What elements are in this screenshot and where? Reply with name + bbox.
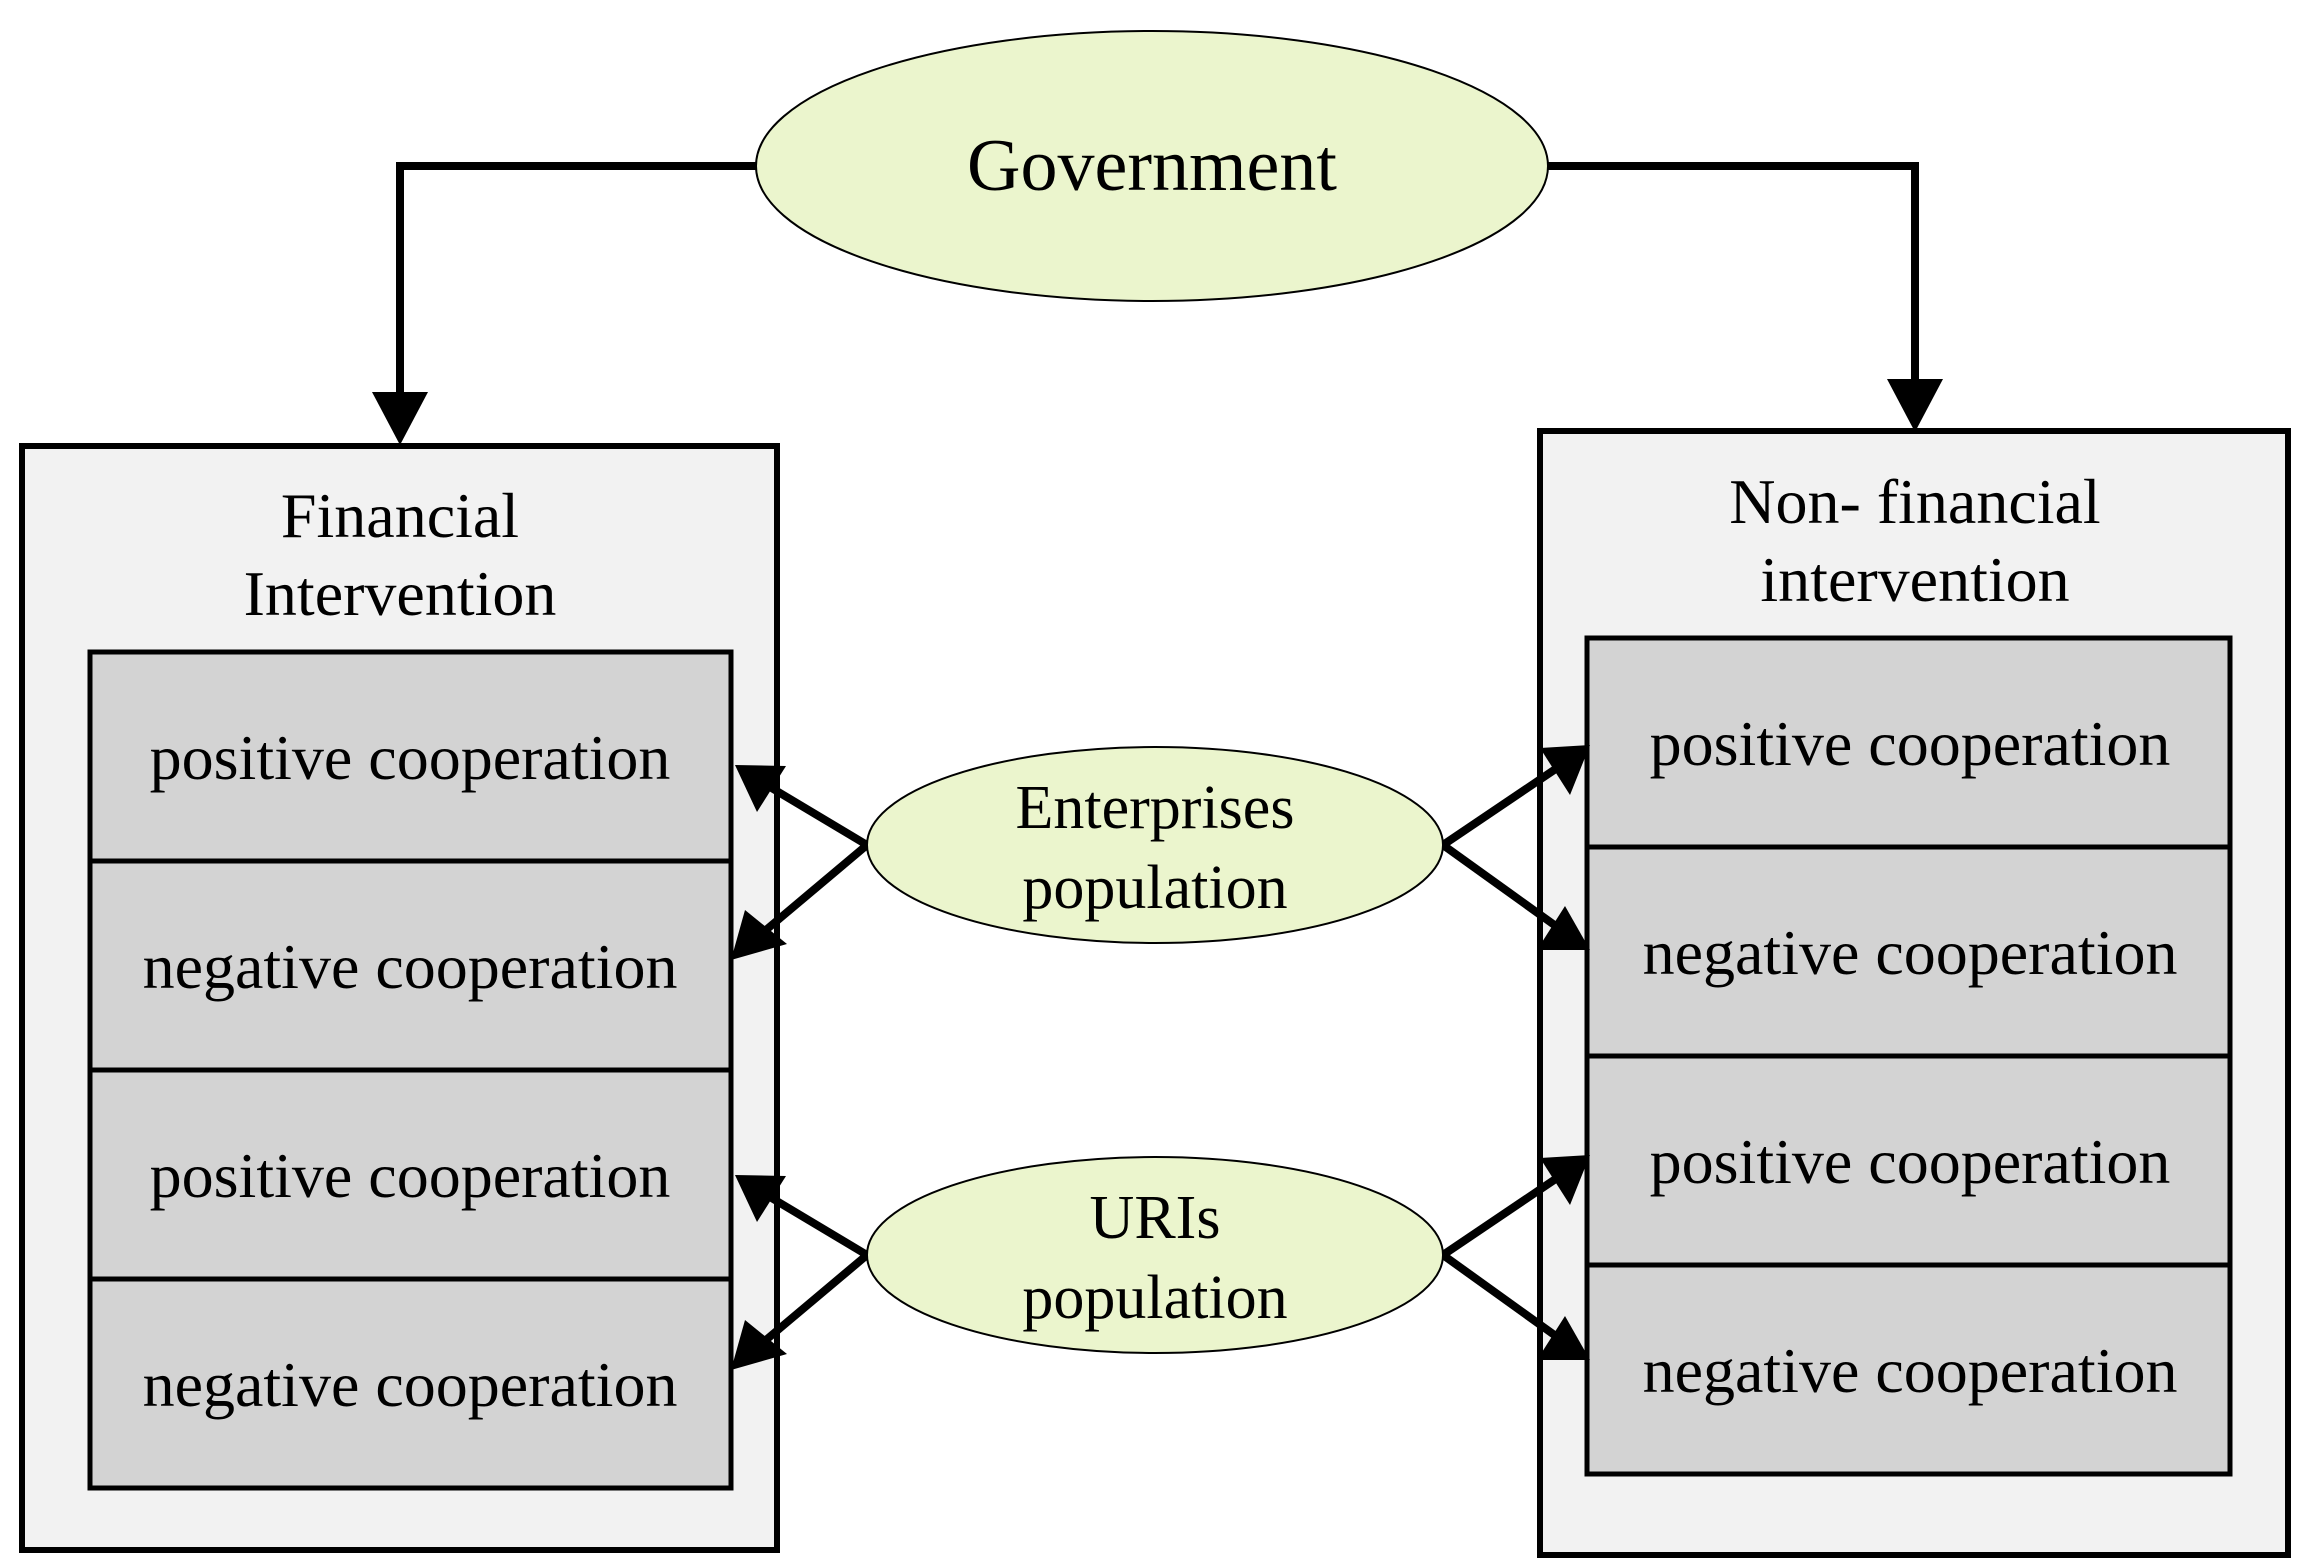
arrow-uris-to-financial-positive bbox=[757, 1187, 870, 1259]
government-ellipse bbox=[755, 30, 1549, 302]
financial-intervention-panel: Financial Intervention positive cooperat… bbox=[19, 443, 780, 1553]
nonfinancial-intervention-panel: Non- financial intervention positive coo… bbox=[1537, 428, 2291, 1558]
arrow-icon-financial bbox=[372, 392, 428, 445]
connector-government-to-financial bbox=[396, 162, 760, 395]
financial-cell-2 bbox=[87, 858, 734, 1073]
government-connectors bbox=[372, 162, 1943, 445]
arrow-icon bbox=[731, 910, 787, 960]
uris-population-node: URIs population bbox=[866, 1156, 1444, 1354]
connector-government-to-nonfinancial bbox=[1545, 162, 1919, 380]
financial-cell-3 bbox=[87, 1067, 734, 1282]
uris-population-label-line2: population bbox=[1022, 1264, 1287, 1332]
uris-population-label-line1: URIs bbox=[1090, 1184, 1221, 1252]
nonfinancial-cell-4-label: negative cooperation bbox=[1643, 1335, 2178, 1406]
nonfinancial-panel-title-line1: Non- financial bbox=[1729, 466, 2100, 537]
nonfinancial-cell-4 bbox=[1584, 1262, 2233, 1477]
arrow-icon bbox=[1537, 906, 1590, 950]
financial-cell-4-label: negative cooperation bbox=[143, 1349, 678, 1420]
enterprises-population-label-line2: population bbox=[1022, 854, 1287, 922]
government-node: Government bbox=[755, 30, 1549, 302]
arrow-icon-nonfinancial bbox=[1887, 379, 1943, 432]
financial-cell-3-label: positive cooperation bbox=[150, 1140, 671, 1211]
population-arrows bbox=[731, 745, 1590, 1370]
nonfinancial-cell-2 bbox=[1584, 844, 2233, 1059]
arrow-icon bbox=[735, 765, 786, 812]
arrow-uris-to-nonfinancial-positive bbox=[1440, 1172, 1563, 1259]
nonfinancial-cell-1 bbox=[1584, 635, 2233, 850]
financial-cell-2-label: negative cooperation bbox=[143, 931, 678, 1002]
arrow-uris-to-financial-negative bbox=[757, 1251, 870, 1349]
financial-cell-1-label: positive cooperation bbox=[150, 722, 671, 793]
nonfinancial-panel-title-line2: intervention bbox=[1760, 544, 2069, 615]
enterprises-population-label-line1: Enterprises bbox=[1016, 774, 1295, 842]
financial-cell-4 bbox=[87, 1276, 734, 1491]
arrow-icon bbox=[731, 1320, 787, 1370]
government-label: Government bbox=[967, 125, 1337, 207]
arrow-enterprises-to-financial-positive bbox=[757, 777, 870, 849]
nonfinancial-cell-3-label: positive cooperation bbox=[1650, 1126, 2171, 1197]
financial-panel-title-line1: Financial bbox=[281, 480, 519, 551]
nonfinancial-cell-1-label: positive cooperation bbox=[1650, 708, 2171, 779]
uris-population-ellipse bbox=[866, 1156, 1444, 1354]
nonfinancial-cell-2-label: negative cooperation bbox=[1643, 917, 2178, 988]
nonfinancial-cell-3 bbox=[1584, 1053, 2233, 1268]
enterprises-population-ellipse bbox=[866, 746, 1444, 944]
arrow-enterprises-to-financial-negative bbox=[757, 841, 870, 939]
arrow-icon bbox=[735, 1175, 786, 1222]
financial-panel-title-line2: Intervention bbox=[244, 558, 557, 629]
arrow-enterprises-to-nonfinancial-negative bbox=[1440, 841, 1563, 933]
arrow-uris-to-nonfinancial-negative bbox=[1440, 1251, 1563, 1343]
arrow-icon bbox=[1540, 1155, 1590, 1205]
arrow-enterprises-to-nonfinancial-positive bbox=[1440, 762, 1563, 849]
arrow-icon bbox=[1540, 745, 1590, 795]
enterprises-population-node: Enterprises population bbox=[866, 746, 1444, 944]
arrow-icon bbox=[1537, 1316, 1590, 1360]
